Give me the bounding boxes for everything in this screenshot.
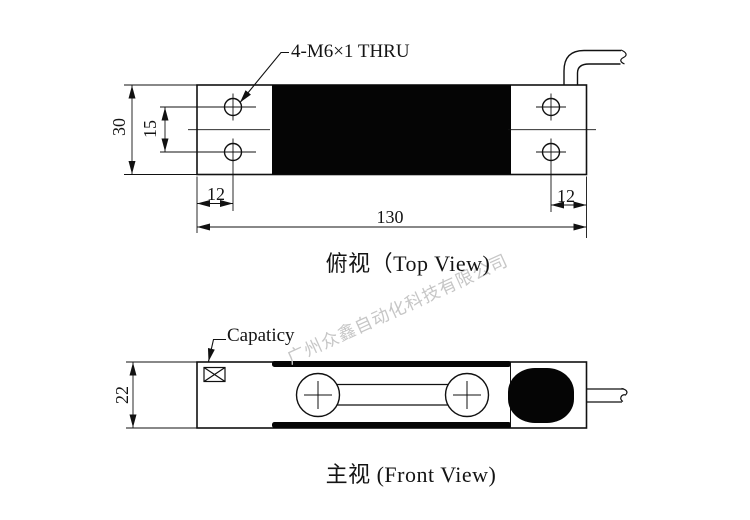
dim-label-22: 22 <box>112 386 132 404</box>
front-view-title: 主视 (Front View) <box>325 462 497 487</box>
capacity-leader-line <box>207 338 226 362</box>
top-view-title: 俯视（Top View) <box>325 251 491 276</box>
black-face-bottom <box>272 422 511 428</box>
dim-22 <box>126 361 197 429</box>
dim-12-right <box>550 165 587 212</box>
capacity-label: Capaticy <box>227 325 295 346</box>
cable-outline-top-view <box>563 49 621 85</box>
hole-centerlines <box>160 93 566 166</box>
flexure-hole-left <box>295 372 341 418</box>
front-view <box>126 338 628 429</box>
dim-130 <box>197 176 587 238</box>
cable-outline-top-view-inner <box>576 63 621 85</box>
thread-callout-label: 4-M6×1 THRU <box>291 41 410 62</box>
capacity-sticker <box>203 366 226 383</box>
dim-30 <box>124 84 197 175</box>
dim-label-130: 130 <box>376 207 404 227</box>
top-view <box>124 49 627 238</box>
black-face-top <box>272 361 511 367</box>
top-view-black-section <box>272 85 511 175</box>
dim-label-30: 30 <box>109 118 129 136</box>
flexure-hole-right <box>444 372 490 418</box>
dim-label-15: 15 <box>140 120 160 138</box>
thread-leader-line <box>239 51 289 103</box>
flexure-cutout <box>295 372 490 418</box>
dim-label-12-right: 12 <box>557 186 575 206</box>
capacity-sticker-cross <box>203 367 226 382</box>
cable-break-symbol-front <box>620 387 628 403</box>
cable-outline-front-view <box>586 388 624 403</box>
capacity-sticker-box <box>203 366 226 383</box>
dim-label-12-left: 12 <box>207 184 225 204</box>
cable-boot <box>508 368 574 423</box>
hole-cross-right <box>453 381 481 409</box>
hole-cross-left <box>304 381 332 409</box>
cable-break-symbol <box>620 49 627 65</box>
